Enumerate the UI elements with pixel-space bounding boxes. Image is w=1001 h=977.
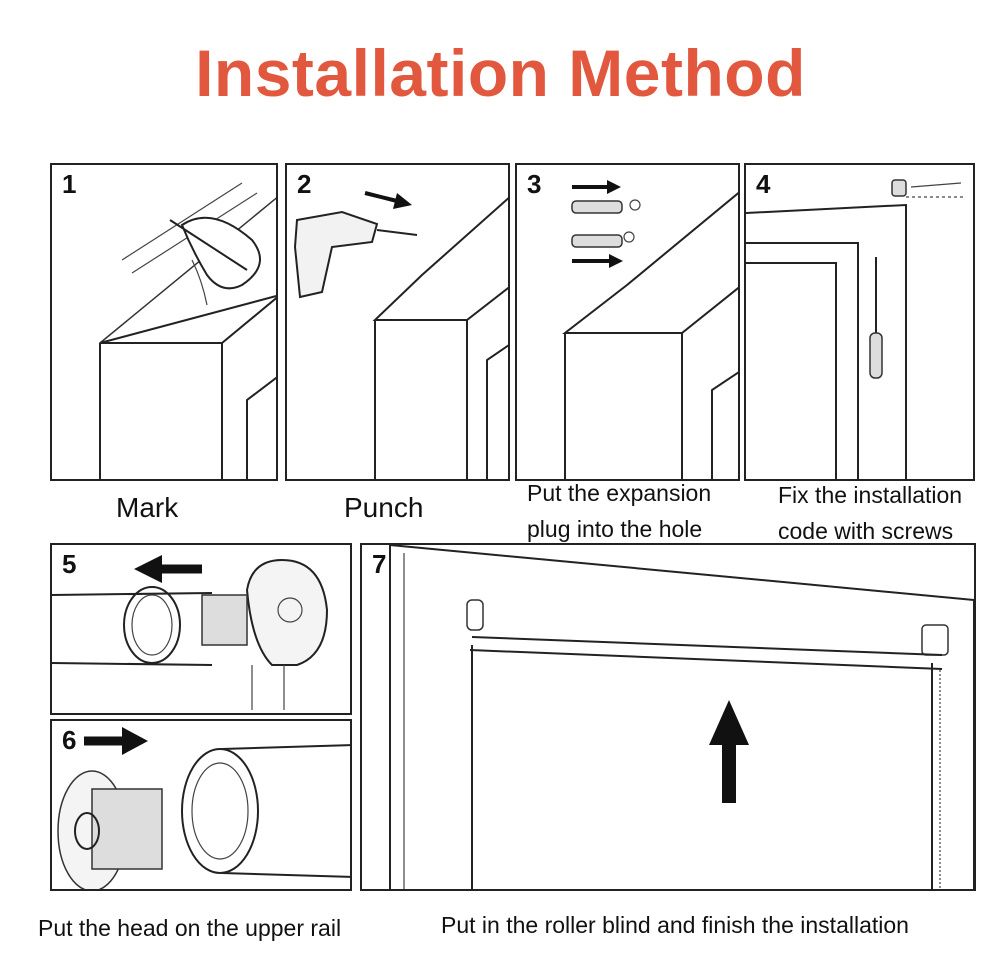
step-1-caption: Mark xyxy=(116,492,179,523)
head-removal-illustration xyxy=(52,555,329,710)
roller-blind-illustration xyxy=(389,545,974,889)
step-number: 4 xyxy=(756,169,771,199)
step-2-panel: 2 xyxy=(285,163,510,481)
pencil-hand-icon xyxy=(169,216,261,306)
bottom-caption-right: Put in the roller blind and finish the i… xyxy=(441,912,909,938)
step-3-panel: 3 xyxy=(515,163,740,481)
arrow-icon xyxy=(134,555,202,583)
step-number: 3 xyxy=(527,169,542,199)
step-3-caption-line-1: Put the expansion xyxy=(527,480,712,506)
step-number: 5 xyxy=(62,549,77,579)
expansion-plug-icon xyxy=(571,199,641,248)
step-number: 1 xyxy=(62,169,77,199)
step-5-panel: 5 xyxy=(50,543,352,715)
roller-head-icon xyxy=(57,770,163,889)
mark-illustration xyxy=(99,182,276,479)
step-1-panel: 1 xyxy=(50,163,278,481)
arrow-icon xyxy=(572,180,623,268)
plug-illustration xyxy=(562,180,738,479)
bracket-illustration xyxy=(746,179,964,479)
step-6-panel: 6 xyxy=(50,719,352,891)
arrow-icon xyxy=(84,727,148,755)
step-7-panel: 7 xyxy=(360,543,976,891)
screwdriver-icon xyxy=(869,257,883,379)
step-4-caption-line-1: Fix the installation xyxy=(778,482,963,508)
step-4-caption-line-2: code with screws xyxy=(778,518,954,544)
page-title: Installation Method xyxy=(195,36,806,110)
bottom-caption-left: Put the head on the upper rail xyxy=(38,915,342,941)
step-4-panel: 4 xyxy=(744,163,975,481)
head-insertion-illustration xyxy=(57,727,350,889)
step-number: 2 xyxy=(297,169,312,199)
step-number: 6 xyxy=(62,725,77,755)
roller-head-icon xyxy=(201,558,329,710)
step-2-caption: Punch xyxy=(344,492,424,523)
drill-icon xyxy=(293,210,418,299)
punch-illustration xyxy=(293,191,508,479)
bracket-icon xyxy=(891,179,964,198)
arrow-icon xyxy=(364,191,412,209)
step-3-caption-line-2: plug into the hole xyxy=(527,516,703,542)
arrow-icon xyxy=(709,700,749,803)
step-number: 7 xyxy=(372,549,387,579)
